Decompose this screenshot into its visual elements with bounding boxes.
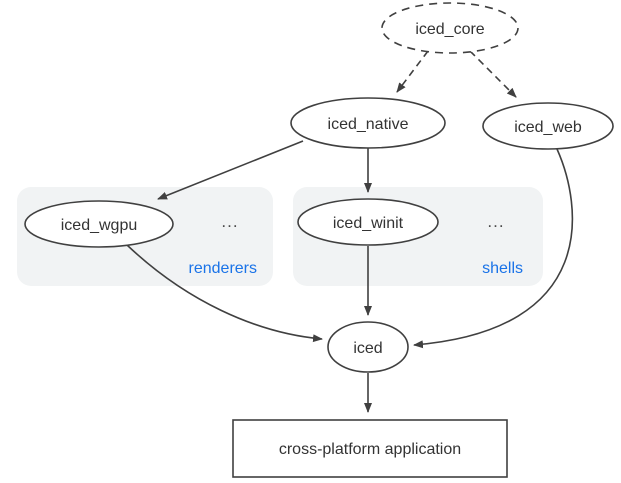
group-shells-ellipsis: ... — [487, 212, 504, 231]
node-application: cross-platform application — [232, 419, 508, 478]
node-application-shape — [232, 419, 508, 478]
node-iced-core: iced_core — [381, 2, 519, 54]
node-iced: iced — [327, 321, 409, 373]
node-iced-winit: iced_winit — [297, 198, 439, 246]
node-iced-native-shape — [290, 97, 446, 149]
node-iced-wgpu-label: iced_wgpu — [61, 217, 138, 234]
edge-iced_wgpu-iced — [126, 244, 323, 343]
node-iced-wgpu-shape — [24, 200, 174, 248]
node-iced-shape — [327, 321, 409, 373]
node-iced-core-label: iced_core — [415, 21, 484, 38]
edge-iced_web-iced — [413, 148, 574, 349]
node-iced-native-label: iced_native — [328, 116, 409, 133]
node-iced-web-label: iced_web — [514, 119, 582, 136]
edge-iced_native-iced_wgpu — [157, 140, 304, 200]
node-iced-web-shape — [482, 102, 614, 150]
node-iced-native: iced_native — [290, 97, 446, 149]
group-renderers-ellipsis: ... — [221, 212, 238, 231]
node-iced-wgpu: iced_wgpu — [24, 200, 174, 248]
node-iced-core-shape — [381, 2, 519, 54]
node-application-label: cross-platform application — [279, 441, 461, 458]
node-iced-label: iced — [353, 340, 382, 357]
node-iced-web: iced_web — [482, 102, 614, 150]
node-iced-winit-label: iced_winit — [333, 215, 404, 232]
edge-iced_core-iced_native — [396, 50, 429, 93]
group-renderers-label: renderers — [189, 260, 257, 277]
edge-iced_core-iced_web — [469, 50, 517, 98]
node-iced-winit-shape — [297, 198, 439, 246]
group-shells-label: shells — [482, 260, 523, 277]
